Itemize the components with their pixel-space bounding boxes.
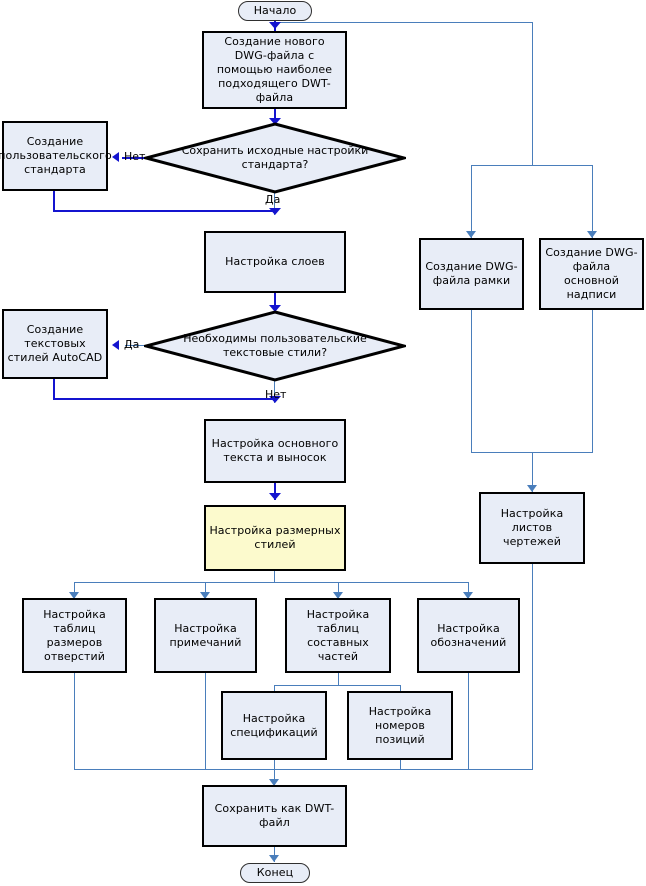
connector-need-text-yes [125,345,149,346]
connector-part-tables-split [274,685,401,686]
arrowhead-part-tables [333,592,343,599]
connector-to-part-tables [338,582,339,598]
node-start[interactable]: Начало [238,1,312,21]
node-configure-hole-tables[interactable]: Настройка таблиц размеров отверстий [22,598,127,673]
node-configure-symbols[interactable]: Настройка обозначений [417,598,520,673]
edge-label-keep-std-no: Нет [124,150,146,163]
connector-keep-std-yes [274,190,275,215]
node-configure-notes[interactable]: Настройка примечаний [154,598,257,673]
node-save-as-dwt-file[interactable]: Сохранить как DWT-файл [202,785,347,847]
arrowhead-layers [269,208,281,215]
arrowhead-hole-tables [69,592,79,599]
arrowhead-dim-styles [269,493,281,500]
node-configure-specifications[interactable]: Настройка спецификаций [221,691,327,760]
edge-label-need-text-yes: Да [124,338,140,351]
connector-to-title-block-dwg [592,165,593,238]
connector-balloons-down [400,759,401,770]
arrowhead-notes [200,592,210,599]
connector-main-text-to-dim-styles [274,482,276,500]
node-configure-layers[interactable]: Настройка слоев [204,231,346,293]
connector-bottom-merge-bus [74,769,533,770]
node-create-frame-dwg-file[interactable]: Создание DWG-файла рамки [419,238,524,310]
node-need-custom-text-styles-decision[interactable]: Необходимы пользовательские текстовые ст… [144,310,406,382]
arrowhead-end [269,855,279,862]
arrowhead-save-dwt [269,779,279,786]
edge-label-need-text-no: Нет [265,388,287,401]
node-create-custom-standard[interactable]: Создание пользовательского стандарта [0,121,112,191]
connector-title-block-dwg-down [592,310,593,453]
arrowhead-text-styles [112,340,119,350]
connector-to-notes [205,582,206,598]
connector-custom-std-down [53,190,55,212]
arrowhead-keep-std [269,118,281,125]
node-configure-part-tables[interactable]: Настройка таблиц составных частей [285,598,391,673]
connector-frame-dwg-down [471,310,472,453]
connector-text-styles-rejoin [53,398,275,400]
connector-to-hole-tables [74,582,75,598]
node-configure-balloon-numbers[interactable]: Настройка номеров позиций [347,691,453,760]
node-configure-main-text-and-leaders[interactable]: Настройка основного текста и выносок [204,419,346,483]
connector-right-branch-down [532,22,533,166]
node-create-dwg-file[interactable]: Создание нового DWG-файла с помощью наиб… [202,31,347,109]
arrowhead-need-text [269,305,281,312]
arrowhead-main-text [269,396,281,403]
connector-save-dwt-to-end [274,847,275,862]
node-create-autocad-text-styles[interactable]: Создание текстовых стилей AutoCAD [2,309,108,379]
connector-symbols-down [468,672,469,770]
connector-merge-to-sheets [532,452,533,492]
connector-to-frame-dwg [471,165,472,238]
arrowhead-title-block-dwg [587,231,597,238]
node-configure-dimension-styles[interactable]: Настройка размерных стилей [204,505,346,571]
arrowhead-symbols [463,592,473,599]
connector-part-tables-down [338,672,339,686]
edge-label-keep-std-yes: Да [265,193,281,206]
connector-text-styles-down [53,378,55,400]
connector-sheets-down [532,564,533,770]
arrowhead-custom-std [112,152,119,162]
node-keep-original-standard-decision[interactable]: Сохранить исходные настройки стандарта? [144,122,406,194]
connector-create-dwg-to-keep-std [274,107,276,125]
connector-notes-down [205,672,206,770]
arrowhead-create-dwg [269,22,281,29]
connector-dim-styles-down [274,570,275,583]
connector-to-symbols [468,582,469,598]
connector-keep-std-no [122,157,146,159]
connector-need-text-no [274,378,275,403]
connector-fanout-bus [74,582,469,583]
connector-hole-tables-down [74,672,75,770]
connector-specs-down [274,759,275,770]
node-configure-drawing-sheets[interactable]: Настройка листов чертежей [479,492,585,564]
connector-start-to-right-branch [275,22,533,23]
connector-custom-std-rejoin [53,210,275,212]
arrowhead-sheets [527,485,537,492]
arrowhead-frame-dwg [466,231,476,238]
connector-right-branch-split [471,165,593,166]
node-need-custom-text-styles-label: Необходимы пользовательские текстовые ст… [183,332,367,359]
node-keep-original-standard-label: Сохранить исходные настройки стандарта? [181,144,369,171]
node-end[interactable]: Конец [240,863,310,883]
node-create-title-block-dwg-file[interactable]: Создание DWG-файла основной надписи [539,238,644,310]
connector-layers-to-need-text [274,293,276,312]
connector-merge-to-save-dwt [274,769,275,785]
